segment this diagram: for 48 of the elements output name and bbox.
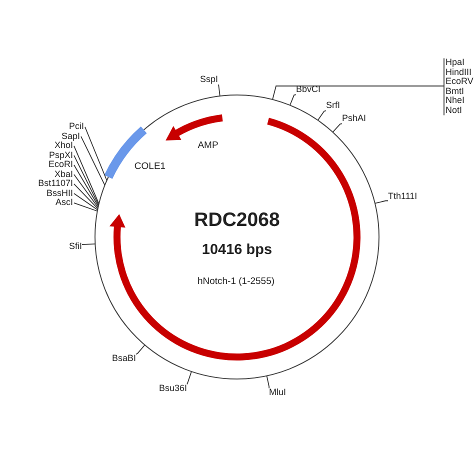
leader-line: [74, 146, 100, 204]
feature-label: COLE1: [134, 162, 166, 172]
restriction-site-label: BsaBI: [112, 354, 136, 364]
leader-line: [74, 164, 99, 207]
leader-line: [80, 136, 106, 186]
restriction-site-label: PspXI: [48, 150, 73, 160]
restriction-site-label: SspI: [200, 75, 218, 85]
leader-line: [74, 202, 98, 212]
plasmid-size: 10416 bps: [202, 243, 272, 259]
restriction-site-label: SfiI: [68, 242, 82, 252]
restriction-site-label: EcoRI: [48, 160, 73, 170]
leader-line: [186, 371, 192, 385]
restriction-site-label: PciI: [68, 122, 84, 132]
restriction-site-label: HpaI: [446, 58, 465, 68]
restriction-site-label: XhoI: [54, 141, 73, 151]
leader-line: [74, 184, 98, 210]
leader-line: [332, 123, 342, 133]
restriction-site-label: Tth111I: [388, 192, 418, 202]
leader-line: [84, 126, 108, 181]
restriction-site-label: HindIII: [446, 68, 472, 78]
restriction-site-label: XbaI: [54, 170, 73, 180]
feature-label: AMP: [198, 140, 218, 150]
feature-label: hNotch-1 (1-2555): [197, 277, 275, 287]
restriction-site-label: MluI: [269, 388, 286, 398]
restriction-site-label: NheI: [446, 96, 465, 106]
leader-line: [74, 174, 99, 208]
restriction-site-label: NotI: [446, 106, 462, 116]
leader-line: [74, 155, 100, 206]
leader-line: [290, 94, 296, 106]
restriction-site-label: BmtI: [446, 86, 464, 96]
restriction-site-label: Bst1107I: [38, 179, 73, 189]
plasmid-name: RDC2068: [194, 210, 280, 230]
leader-line: [82, 244, 96, 245]
leader-line: [317, 110, 326, 121]
leader-line: [136, 344, 146, 355]
leader-line: [272, 58, 444, 116]
restriction-site-label: BbvCI: [296, 85, 321, 95]
restriction-site-label: PshAI: [342, 114, 366, 124]
restriction-site-label: BssHII: [46, 188, 73, 198]
restriction-site-label: EcoRV: [446, 77, 474, 87]
leader-line: [374, 200, 388, 204]
restriction-site-label: AscI: [55, 198, 73, 208]
restriction-site-label: SapI: [61, 132, 80, 142]
restriction-site-label: SrfI: [326, 101, 340, 111]
leader-line: [266, 375, 270, 389]
leader-line: [218, 84, 220, 96]
leader-line: [74, 193, 98, 210]
restriction-site-label: Bsu36I: [158, 384, 187, 394]
